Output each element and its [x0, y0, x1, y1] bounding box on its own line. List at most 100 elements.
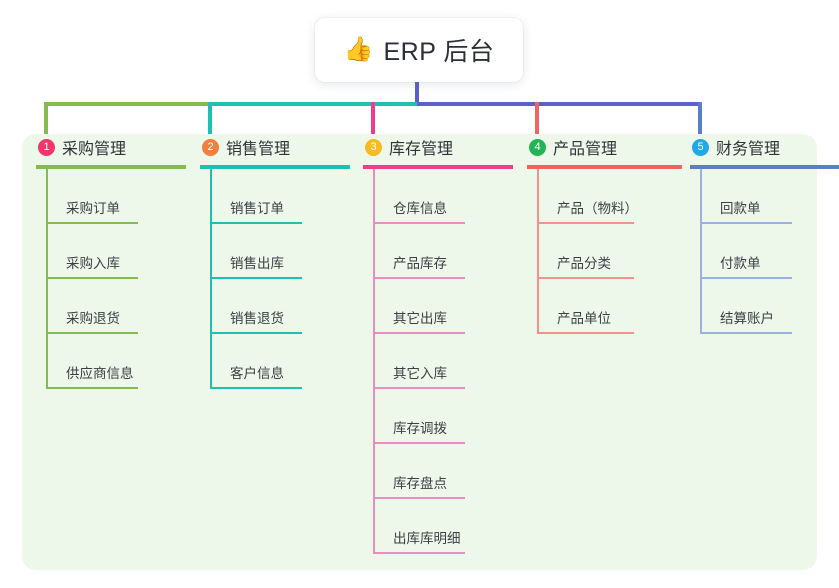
module-item-label: 采购退货	[66, 311, 120, 326]
module-item-underline	[700, 222, 792, 224]
module-item-label: 销售出库	[230, 256, 284, 271]
module-item-underline	[537, 332, 634, 334]
module-item[interactable]: 付款单	[690, 224, 839, 279]
module-header[interactable]: 2 销售管理	[200, 134, 350, 160]
module-item-underline	[46, 332, 138, 334]
module-item-label: 结算账户	[720, 311, 774, 326]
module-item[interactable]: 销售退货	[200, 279, 350, 334]
module-title: 财务管理	[716, 141, 781, 158]
module-item-underline	[210, 332, 302, 334]
module-item-underline	[700, 332, 792, 334]
module-item-label: 产品分类	[557, 256, 611, 271]
module-item[interactable]: 销售出库	[200, 224, 350, 279]
module-spine	[700, 169, 702, 334]
module-underline	[363, 165, 513, 169]
page-title: ERP 后台	[383, 38, 495, 66]
module-title: 销售管理	[226, 141, 291, 158]
module-spine	[210, 169, 212, 389]
column-drop-line	[698, 102, 702, 140]
module-item-underline	[373, 222, 465, 224]
trunk-segment-green	[44, 102, 210, 106]
column-drop-line	[371, 102, 375, 140]
module-item-underline	[46, 277, 138, 279]
module-item-list: 回款单付款单结算账户	[690, 169, 839, 334]
module-item-label: 销售订单	[230, 201, 284, 216]
module-underline	[36, 165, 186, 169]
module-spine	[46, 169, 48, 389]
root-title-card[interactable]: 👍 ERP 后台	[315, 18, 523, 82]
column-drop-line	[44, 102, 48, 140]
module-item-underline	[46, 387, 138, 389]
module-item-underline	[210, 277, 302, 279]
module-item[interactable]: 销售订单	[200, 169, 350, 224]
module-item[interactable]: 其它出库	[363, 279, 513, 334]
module-item[interactable]: 回款单	[690, 169, 839, 224]
module-item[interactable]: 其它入库	[363, 334, 513, 389]
module-item-label: 产品库存	[393, 256, 447, 271]
module-number-badge: 5	[692, 138, 709, 156]
module-item[interactable]: 仓库信息	[363, 169, 513, 224]
module-item-underline	[373, 277, 465, 279]
module-item-underline	[210, 387, 302, 389]
module-item-list: 采购订单采购入库采购退货供应商信息	[36, 169, 186, 389]
module-item-label: 其它出库	[393, 311, 447, 326]
module-item-underline	[46, 222, 138, 224]
module-underline	[690, 165, 839, 169]
module-item-label: 销售退货	[230, 311, 284, 326]
module-item-underline	[373, 332, 465, 334]
column-drop-line	[208, 102, 212, 140]
module-item-label: 库存调拨	[393, 421, 447, 436]
module-column: 5 财务管理回款单付款单结算账户	[690, 134, 839, 334]
module-item-label: 产品单位	[557, 311, 611, 326]
module-item[interactable]: 产品分类	[527, 224, 682, 279]
module-title: 产品管理	[553, 141, 618, 158]
module-item-underline	[373, 442, 465, 444]
module-item-label: 采购入库	[66, 256, 120, 271]
module-item-label: 其它入库	[393, 366, 447, 381]
root-stem-line	[415, 82, 419, 106]
module-item-label: 仓库信息	[393, 201, 447, 216]
thumbs-up-icon: 👍	[343, 36, 374, 63]
module-item[interactable]: 产品（物料）	[527, 169, 682, 224]
module-item[interactable]: 库存调拨	[363, 389, 513, 444]
module-item-list: 销售订单销售出库销售退货客户信息	[200, 169, 350, 389]
module-item[interactable]: 结算账户	[690, 279, 839, 334]
module-item[interactable]: 产品库存	[363, 224, 513, 279]
module-number-badge: 1	[38, 138, 55, 156]
module-item-label: 库存盘点	[393, 476, 447, 491]
module-item-label: 出库库明细	[393, 531, 461, 546]
module-item[interactable]: 客户信息	[200, 334, 350, 389]
module-item[interactable]: 采购退货	[36, 279, 186, 334]
module-item[interactable]: 产品单位	[527, 279, 682, 334]
module-header[interactable]: 5 财务管理	[690, 134, 839, 160]
module-underline	[527, 165, 682, 169]
module-item[interactable]: 库存盘点	[363, 444, 513, 499]
module-item-label: 回款单	[720, 201, 761, 216]
module-item-list: 仓库信息产品库存其它出库其它入库库存调拨库存盘点出库库明细	[363, 169, 513, 554]
module-number-badge: 2	[202, 138, 219, 156]
module-underline	[200, 165, 350, 169]
module-item-underline	[373, 387, 465, 389]
module-item-label: 产品（物料）	[557, 201, 638, 216]
module-item[interactable]: 采购订单	[36, 169, 186, 224]
module-item[interactable]: 供应商信息	[36, 334, 186, 389]
module-item-underline	[373, 552, 465, 554]
module-item-underline	[700, 277, 792, 279]
module-item-label: 客户信息	[230, 366, 284, 381]
module-item-underline	[373, 497, 465, 499]
trunk-segment-teal	[210, 102, 417, 106]
module-column: 2 销售管理销售订单销售出库销售退货客户信息	[200, 134, 350, 389]
module-item[interactable]: 采购入库	[36, 224, 186, 279]
module-item-label: 付款单	[720, 256, 761, 271]
module-title: 库存管理	[389, 141, 454, 158]
module-item-underline	[537, 277, 634, 279]
trunk-segment-blue	[417, 102, 702, 106]
module-item[interactable]: 出库库明细	[363, 499, 513, 554]
